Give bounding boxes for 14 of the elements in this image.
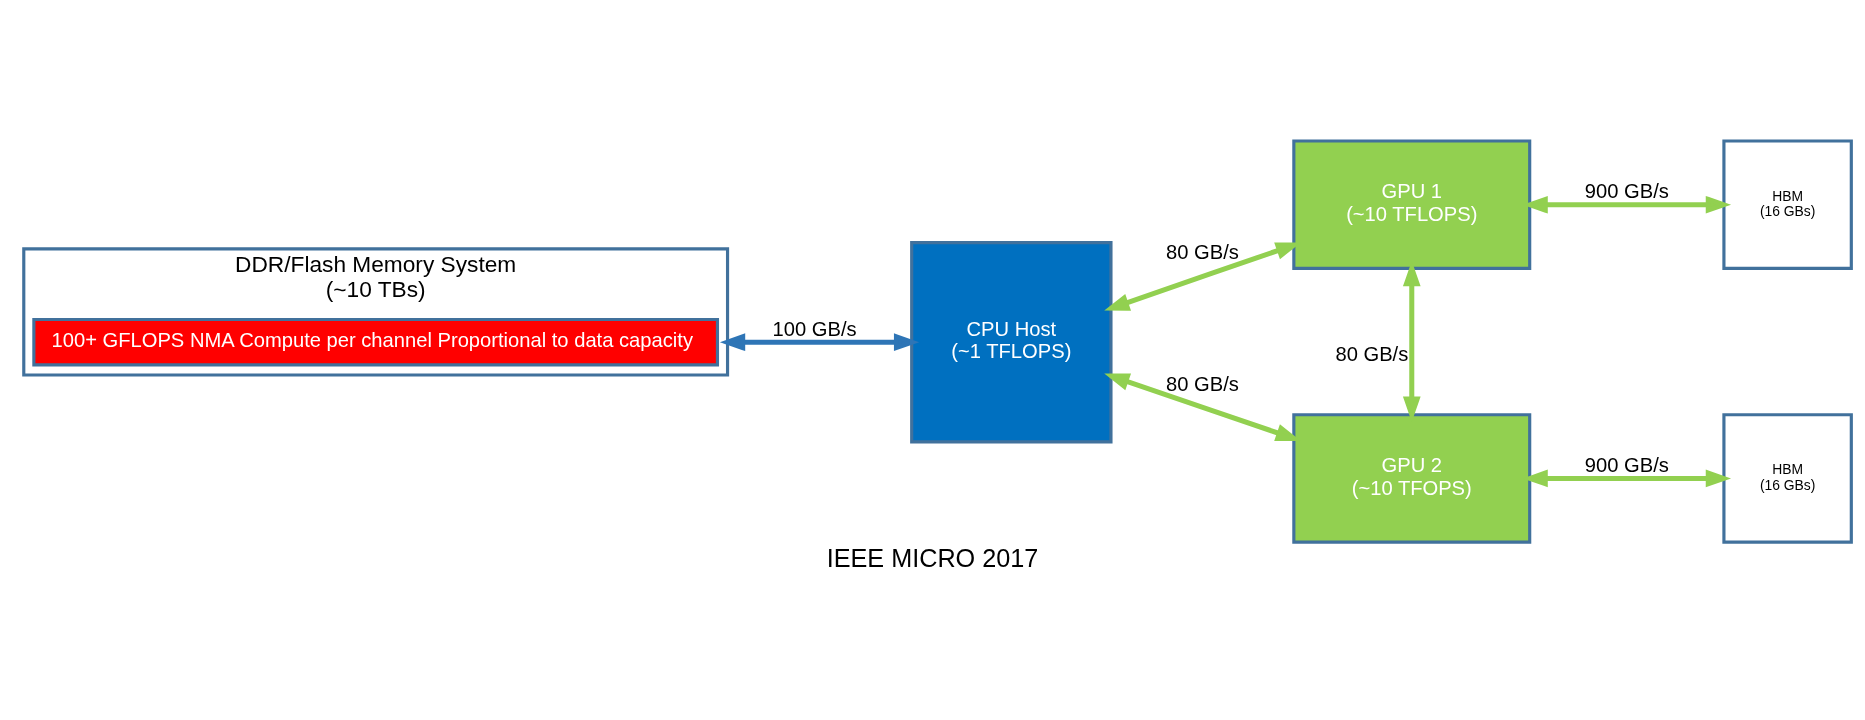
node-box: HBM (16 GBs) <box>1722 412 1853 544</box>
edge-label: 80 GB/s <box>1335 342 1409 364</box>
edge-label: 900 GB/s <box>1584 453 1669 476</box>
node-box: GPU 1 (~10 TFLOPS) <box>1292 138 1532 270</box>
node-box: HBM (16 GBs) <box>1722 138 1853 270</box>
node-box: 100+ GFLOPS NMA Compute per channel Proportional to data capacity <box>32 317 720 366</box>
caption: IEEE MICRO 2017 <box>826 543 1039 572</box>
edge-label: 100 GB/s <box>772 317 857 340</box>
node-box: CPU Host (~1 TFLOPS) <box>910 240 1113 443</box>
node-box: GPU 2 (~10 TFOPS) <box>1292 412 1532 544</box>
edge-label: 80 GB/s <box>1165 240 1239 263</box>
edge-label: 900 GB/s <box>1584 179 1669 202</box>
edge-label: 80 GB/s <box>1165 372 1239 395</box>
arrow <box>719 332 920 351</box>
